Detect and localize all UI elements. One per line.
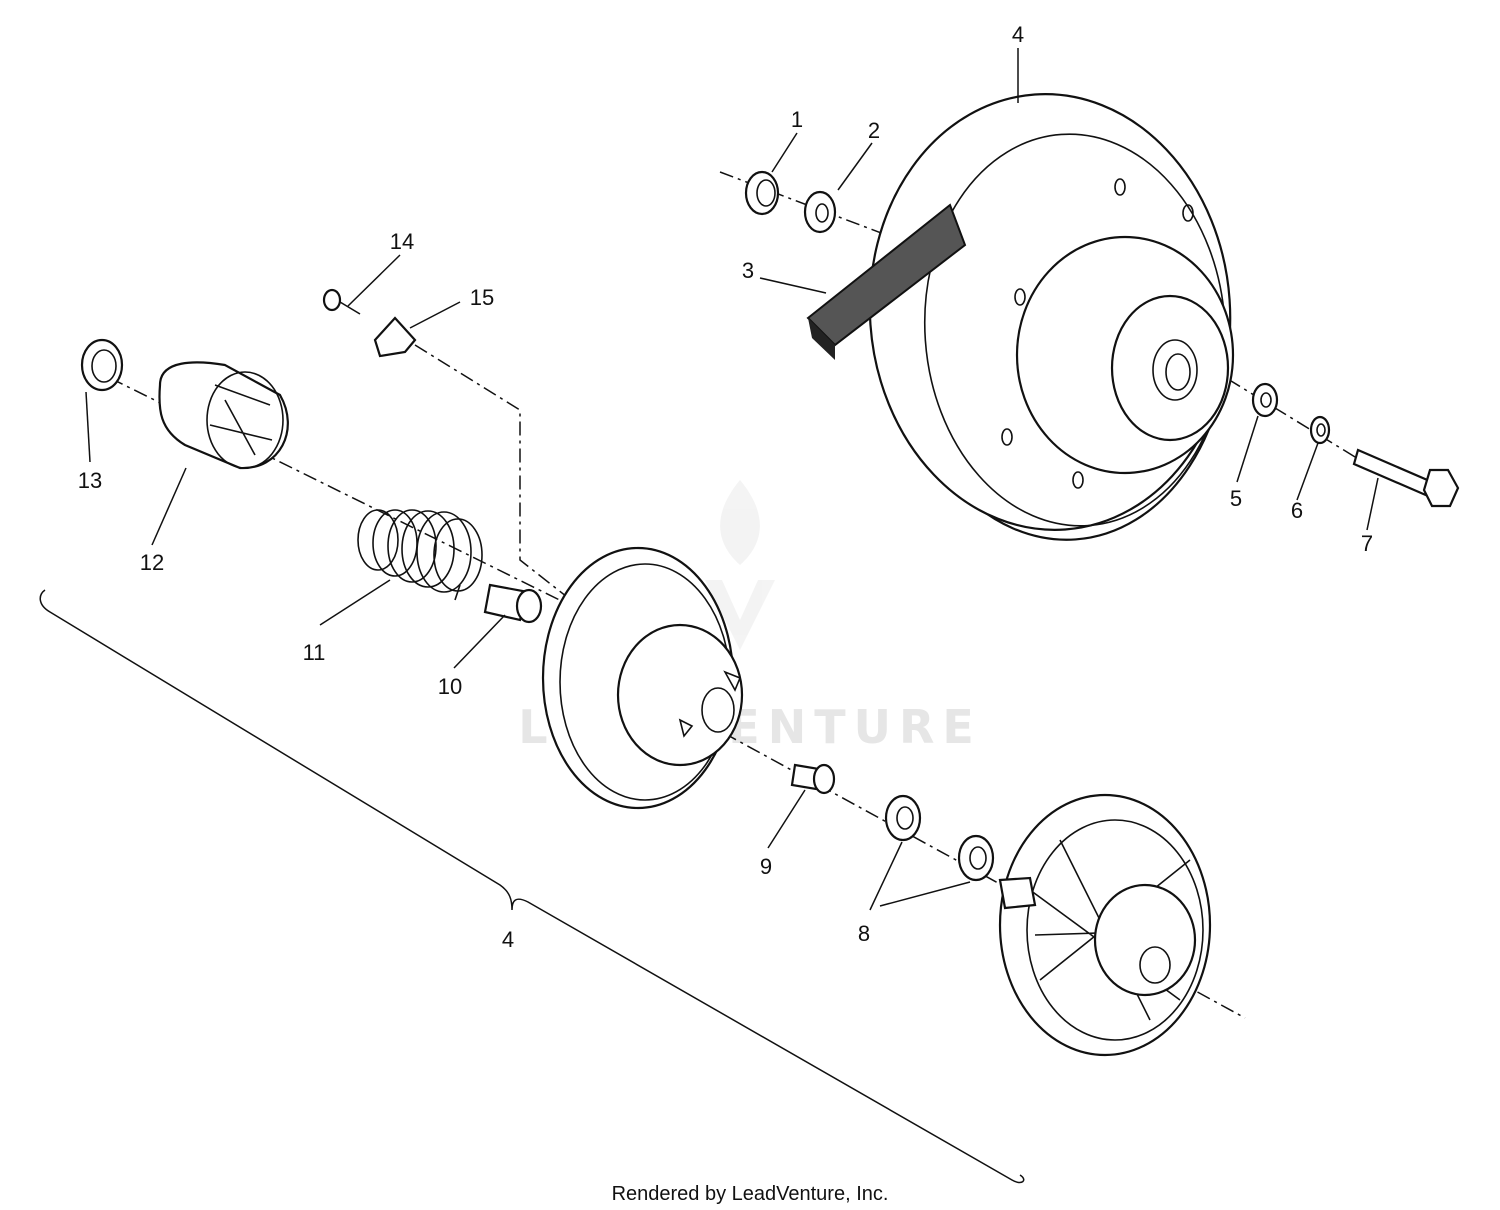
- callout-5: 5: [1230, 486, 1242, 511]
- bolt-part-7: [1352, 448, 1460, 508]
- render-credit: Rendered by LeadVenture, Inc.: [612, 1183, 889, 1205]
- bushing-part-9: [790, 763, 836, 795]
- bushing-part-1: [744, 170, 780, 216]
- callout-3: 3: [742, 258, 754, 283]
- stationary-sheave: [998, 793, 1212, 1057]
- driven-sheave: [541, 546, 744, 810]
- callout-6: 6: [1291, 498, 1303, 523]
- callout-11: 11: [303, 640, 326, 665]
- callout-14: 14: [390, 229, 414, 254]
- snap-ring-part-13: [80, 338, 124, 392]
- slider-part-15: [373, 316, 417, 358]
- drive-sheave-assembly: [868, 93, 1235, 541]
- washer-part-8a: [884, 794, 922, 842]
- callout-9: 9: [760, 854, 772, 879]
- callout-8: 8: [858, 921, 870, 946]
- callout-4-top: 4: [1012, 22, 1024, 47]
- cam-part-12: [158, 361, 289, 470]
- callout-1: 1: [791, 107, 803, 132]
- screw-part-14: [322, 288, 361, 315]
- callout-2: 2: [868, 118, 880, 143]
- spacer-part-10: [483, 583, 543, 624]
- callout-12: 12: [140, 550, 164, 575]
- axis-slider-guide: [414, 344, 591, 616]
- drive-belt: [806, 203, 967, 360]
- lock-washer-part-6: [1309, 415, 1331, 445]
- callout-7: 7: [1361, 531, 1373, 556]
- assembly-bracket: [39, 589, 1025, 1184]
- washer-part-5: [1251, 382, 1279, 418]
- leader-lines: [85, 48, 1379, 911]
- washer-part-2: [803, 190, 837, 234]
- washer-part-8b: [957, 834, 995, 882]
- spring-part-11: [357, 509, 483, 601]
- callout-10: 10: [438, 674, 462, 699]
- callout-4-bracket: 4: [502, 927, 514, 952]
- callout-15: 15: [470, 285, 494, 310]
- callout-13: 13: [78, 468, 102, 493]
- watermark-logo: [705, 480, 775, 650]
